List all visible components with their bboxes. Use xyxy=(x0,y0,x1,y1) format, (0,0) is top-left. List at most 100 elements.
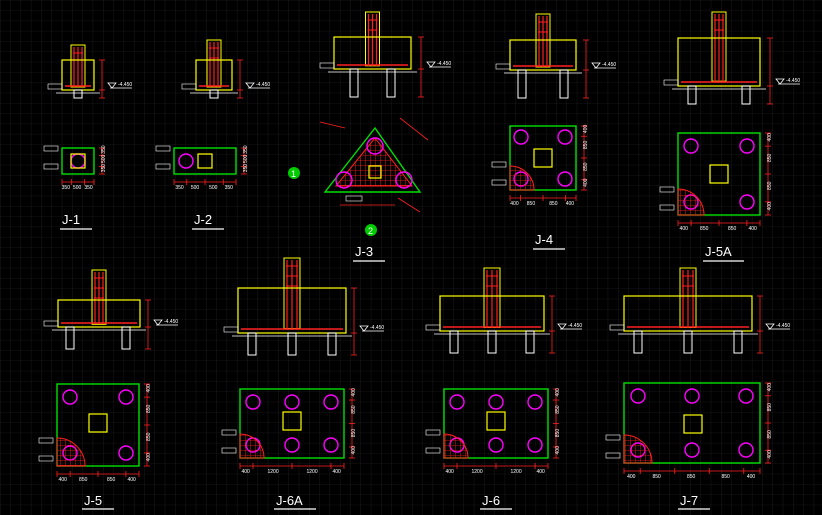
pile-circle xyxy=(395,171,413,189)
plan-dimension-text: 850 xyxy=(555,405,561,414)
j1-elevation: -4.450 xyxy=(47,44,132,99)
rebar-callout-box xyxy=(181,83,197,90)
pile-circle xyxy=(684,388,700,404)
rebar-callout-box xyxy=(659,186,675,193)
pile-circle xyxy=(738,442,754,458)
rebar-callout-box xyxy=(605,452,621,459)
elevation-text: -4.450 xyxy=(437,61,451,67)
pile-stub xyxy=(327,332,337,356)
elevation-text: -4.450 xyxy=(776,323,790,329)
pile-stub xyxy=(487,330,497,354)
j6a-elevation: -4.450 xyxy=(223,257,384,356)
j5-elevation: -4.450 xyxy=(43,269,178,350)
pile-circle xyxy=(684,442,700,458)
detail-label-j2: J-2 xyxy=(192,212,224,230)
pile-stub xyxy=(65,326,75,350)
plan-dimension-text: 850 xyxy=(583,162,589,171)
plan-dimension-text: 500 xyxy=(191,185,200,191)
rebar-callout-box xyxy=(425,429,441,436)
elevation-marker-symbol xyxy=(107,82,117,89)
pile-circle xyxy=(323,394,339,410)
rebar-callout-box xyxy=(38,437,54,444)
svg-text:J-4: J-4 xyxy=(535,232,553,247)
elevation-marker-symbol xyxy=(591,62,601,69)
triangular-cap-outline xyxy=(323,126,422,193)
pile-stub xyxy=(559,69,569,99)
plan-dimension-text: 350 xyxy=(243,164,249,173)
plan-dimension-text: 400 xyxy=(333,469,342,475)
plan-dimension-text: 400 xyxy=(555,446,561,455)
pile-stub xyxy=(525,330,535,354)
plan-dimension-text: 350 xyxy=(225,185,234,191)
elevation-marker-symbol xyxy=(426,61,436,68)
plan-dimension-text: 500 xyxy=(243,154,249,163)
elevation-text: -4.450 xyxy=(602,62,616,68)
pile-circle xyxy=(284,394,300,410)
plan-dimension-text: 850 xyxy=(351,429,357,438)
column-footprint xyxy=(683,414,703,434)
rebar-hatch-quadrant xyxy=(56,437,86,467)
rebar-hatch-quadrant xyxy=(443,433,469,459)
pile-cap-plan-outline xyxy=(239,388,345,459)
rebar-callout-box xyxy=(491,179,507,186)
pile-circle xyxy=(488,394,504,410)
rebar-callout-box xyxy=(659,204,675,211)
rebar-callout-box xyxy=(43,145,59,152)
plan-dimension-text: 400 xyxy=(146,384,152,393)
plan-dimension-text: 400 xyxy=(583,178,589,187)
plan-dimension-text: 400 xyxy=(748,226,757,232)
plan-dimension-text: 1200 xyxy=(472,469,483,475)
detail-label-j1: J-1 xyxy=(60,212,92,230)
pile-circle xyxy=(118,445,134,461)
pile-cap-plan-outline xyxy=(677,132,761,216)
pile-circle xyxy=(739,138,755,154)
triangular-rebar-mesh xyxy=(334,137,414,187)
elevation-text: -4.450 xyxy=(568,323,582,329)
column-footprint xyxy=(88,413,108,433)
pile-circle xyxy=(527,437,543,453)
plan-dimension-text: 850 xyxy=(767,153,773,162)
axis-marker-1: 1 xyxy=(288,167,300,179)
axis-marker-2: 2 xyxy=(365,224,377,236)
svg-text:J-2: J-2 xyxy=(194,212,212,227)
plan-dimension-text: 1200 xyxy=(268,469,279,475)
elevation-marker-symbol xyxy=(557,323,567,330)
j3-plan xyxy=(319,117,429,213)
svg-text:J-5: J-5 xyxy=(84,493,102,508)
pile-cap-plan-outline xyxy=(509,125,577,191)
plan-dimension-text: 850 xyxy=(107,477,116,483)
plan-dimension-text: 400 xyxy=(583,125,589,134)
detail-label-j3: J-3 xyxy=(353,244,385,262)
column-footprint xyxy=(197,153,213,169)
pile-stub xyxy=(209,89,219,99)
plan-dimension-text: 400 xyxy=(767,133,773,142)
elevation-text: -4.450 xyxy=(370,325,384,331)
column-footprint xyxy=(70,153,86,169)
pile-circle xyxy=(488,437,504,453)
plan-dimension-text: 400 xyxy=(555,388,561,397)
plan-dimension-text: 500 xyxy=(101,154,107,163)
column-outline xyxy=(91,269,107,325)
elevation-marker-symbol xyxy=(359,325,369,332)
column-footprint xyxy=(709,164,729,184)
pile-circle xyxy=(557,171,573,187)
pile-circle xyxy=(178,153,194,169)
column-footprint xyxy=(486,411,506,431)
svg-text:2: 2 xyxy=(368,226,373,236)
plan-dimension-text: 400 xyxy=(680,226,689,232)
plan-dimension-text: 1200 xyxy=(307,469,318,475)
svg-text:1: 1 xyxy=(291,169,296,179)
detail-label-j6: J-6 xyxy=(480,493,512,510)
plan-dimension-text: 350 xyxy=(175,185,184,191)
pile-cap-plan-outline xyxy=(61,147,95,175)
elevation-marker-symbol xyxy=(245,82,255,89)
elevation-text: -4.450 xyxy=(256,82,270,88)
plan-dimension-text: 350 xyxy=(84,185,93,191)
pile-circle xyxy=(527,394,543,410)
rebar-callout-box xyxy=(43,320,59,327)
pile-stub xyxy=(349,68,359,98)
plan-dimension-text: 850 xyxy=(767,430,773,439)
